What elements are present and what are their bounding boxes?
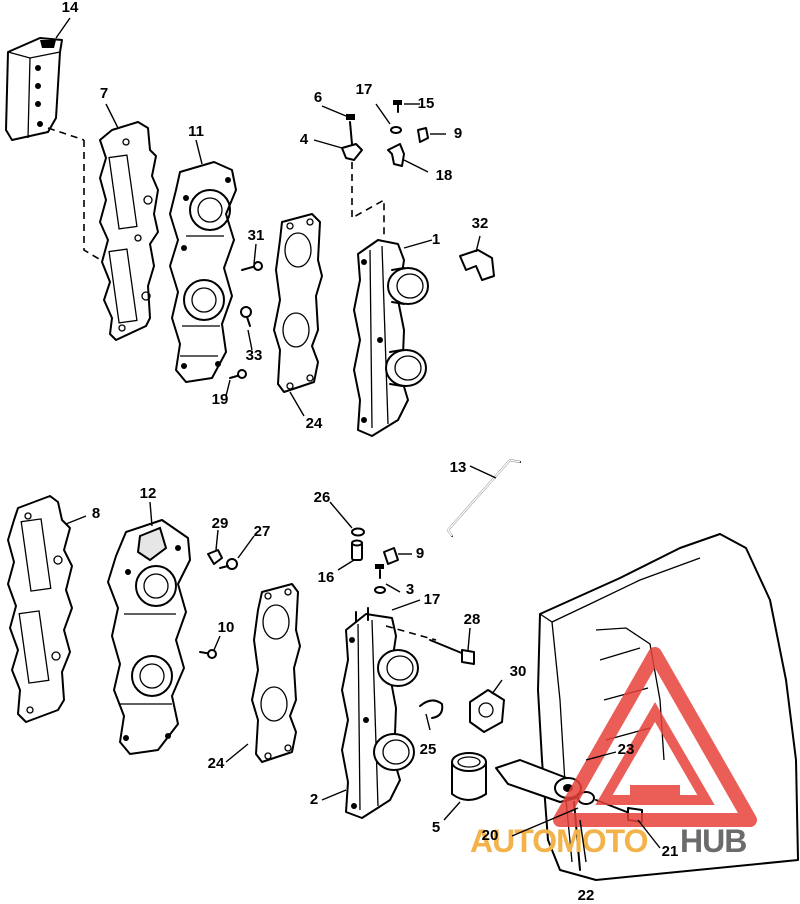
screw-33 xyxy=(240,306,252,327)
part-1-manifold-upper xyxy=(353,239,429,437)
part-label-p14: 14 xyxy=(62,0,79,16)
part-label-p2: 2 xyxy=(310,791,318,808)
part-10-screw xyxy=(199,649,217,659)
part-14-cover xyxy=(5,37,63,141)
part-label-p19: 19 xyxy=(212,391,229,408)
part-label-p20: 20 xyxy=(482,827,499,844)
part-9-fitting-lower xyxy=(383,547,399,565)
watermark-text-automoto: AUTOMOTO xyxy=(470,823,648,859)
part-13-tube xyxy=(446,459,521,537)
part-label-p25: 25 xyxy=(420,741,437,758)
part-label-p30: 30 xyxy=(510,663,527,680)
part-label-p29: 29 xyxy=(212,515,229,532)
part-29-nut xyxy=(207,549,223,565)
part-24-gasket-upper xyxy=(273,213,323,393)
part-label-p18: 18 xyxy=(436,167,453,184)
part-label-p9a: 9 xyxy=(454,125,462,142)
part-32-clip xyxy=(459,249,495,281)
part-label-p32: 32 xyxy=(472,215,489,232)
part-28-bolt xyxy=(429,639,475,665)
part-label-p21: 21 xyxy=(662,843,679,860)
part-2-manifold-lower xyxy=(341,607,419,819)
part-label-p26: 26 xyxy=(314,489,331,506)
part-label-p8: 8 xyxy=(92,505,100,522)
part-4-bracket xyxy=(341,143,363,161)
part-9-fitting-upper xyxy=(417,127,429,143)
part-25-clamp xyxy=(419,699,444,719)
part-label-p6: 6 xyxy=(314,89,322,106)
part-label-p24a: 24 xyxy=(306,415,323,432)
part-label-p3: 3 xyxy=(406,581,414,598)
part-18-clip xyxy=(387,143,405,167)
part-label-p9b: 9 xyxy=(416,545,424,562)
watermark-logo xyxy=(553,647,757,827)
part-label-p17b: 17 xyxy=(424,591,441,608)
watermark-text-hub: HUB xyxy=(680,823,746,859)
part-17-washer-upper xyxy=(390,126,402,134)
part-15-screw xyxy=(393,100,402,113)
part-27-screw xyxy=(219,558,238,570)
screw-19 xyxy=(229,369,247,379)
part-label-p33: 33 xyxy=(246,347,263,364)
part-label-p15: 15 xyxy=(418,95,435,112)
leader-lines xyxy=(55,17,661,863)
screw-31 xyxy=(241,261,263,271)
part-5-sleeve xyxy=(451,752,487,801)
part-label-p22: 22 xyxy=(578,887,595,904)
part-label-p31: 31 xyxy=(248,227,265,244)
part-label-p28: 28 xyxy=(464,611,481,628)
part-label-p12: 12 xyxy=(140,485,157,502)
part-12-adapter-block xyxy=(107,519,191,755)
watermark-text: AUTOMOTO HUB xyxy=(470,823,747,859)
part-7-gasket xyxy=(99,121,159,341)
part-label-p10: 10 xyxy=(218,619,235,636)
part-label-p7: 7 xyxy=(100,85,108,102)
part-3-screw xyxy=(375,564,384,579)
part-8-gasket xyxy=(7,495,73,723)
part-label-p23: 23 xyxy=(618,741,635,758)
part-30-fitting xyxy=(469,689,505,733)
part-17-washer-lower xyxy=(374,586,386,594)
part-label-p13: 13 xyxy=(450,459,467,476)
part-label-p27: 27 xyxy=(254,523,271,540)
part-6-screw xyxy=(346,114,355,145)
part-label-p24b: 24 xyxy=(208,755,225,772)
part-label-p17a: 17 xyxy=(356,81,373,98)
part-11-adapter-block xyxy=(169,161,237,383)
part-label-p4: 4 xyxy=(300,131,309,148)
part-24-gasket-lower xyxy=(251,583,301,763)
part-26-oring xyxy=(351,527,365,537)
part-label-p1: 1 xyxy=(432,231,440,248)
part-16-valve xyxy=(351,539,363,561)
part-label-p11: 11 xyxy=(188,123,204,140)
part-label-p5: 5 xyxy=(432,819,440,836)
part-label-p16: 16 xyxy=(318,569,335,586)
